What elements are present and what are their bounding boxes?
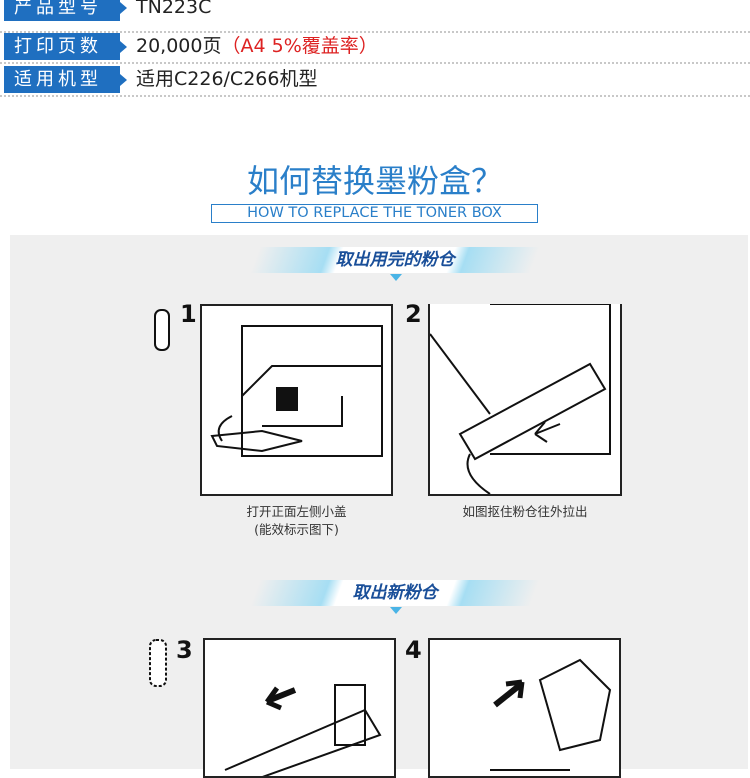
step-2-illustration [428,304,622,496]
caption-line: 打开正面左侧小盖 [246,504,347,519]
new-toner-icon [149,639,167,687]
step-3-illustration [203,638,396,778]
step-1-illustration [200,304,393,496]
step-2-caption: 如图抠住粉仓往外拉出 [462,504,588,519]
toner-icon [154,309,170,351]
banner-take-new: 取出新粉仓 [352,583,438,603]
spec-note: （A4 5%覆盖率） [221,35,378,57]
step-number: 2 [405,300,422,328]
printer-open-cover-drawing [210,325,383,457]
spec-value: 20,000页 [136,35,222,57]
shake-toner-drawing [224,684,382,776]
spec-value: 适用C226/C266机型 [136,68,318,90]
banner-remove-old: 取出用完的粉仓 [335,250,455,270]
step-number: 4 [405,636,422,664]
step-1-caption: 打开正面左侧小盖 (能效标示图下) [200,503,393,539]
caption-line: (能效标示图下) [254,522,339,537]
step-number: 3 [176,636,193,664]
spec-row-compatible: 适用机型 适用C226/C266机型 [0,64,750,97]
spec-label: 适用机型 [4,66,127,93]
spec-value-wrap: 20,000页（A4 5%覆盖率） [136,33,378,60]
spec-value: TN223C [136,0,212,18]
remove-cap-drawing [490,658,612,771]
spec-label: 产品型号 [4,0,127,21]
pull-toner-drawing [430,304,611,494]
section-title: 如何替换墨粉盒？ [246,162,503,200]
section-subtitle: HOW TO REPLACE THE TONER BOX [211,204,538,223]
step-4-illustration [428,638,621,778]
spec-label: 打印页数 [4,33,127,60]
banner-arrow-icon [390,607,402,614]
spec-row-pages: 打印页数 20,000页（A4 5%覆盖率） [0,31,750,64]
step-number: 1 [180,300,197,328]
banner-arrow-icon [390,274,402,281]
spec-row-model: 产品型号 TN223C [0,0,750,33]
